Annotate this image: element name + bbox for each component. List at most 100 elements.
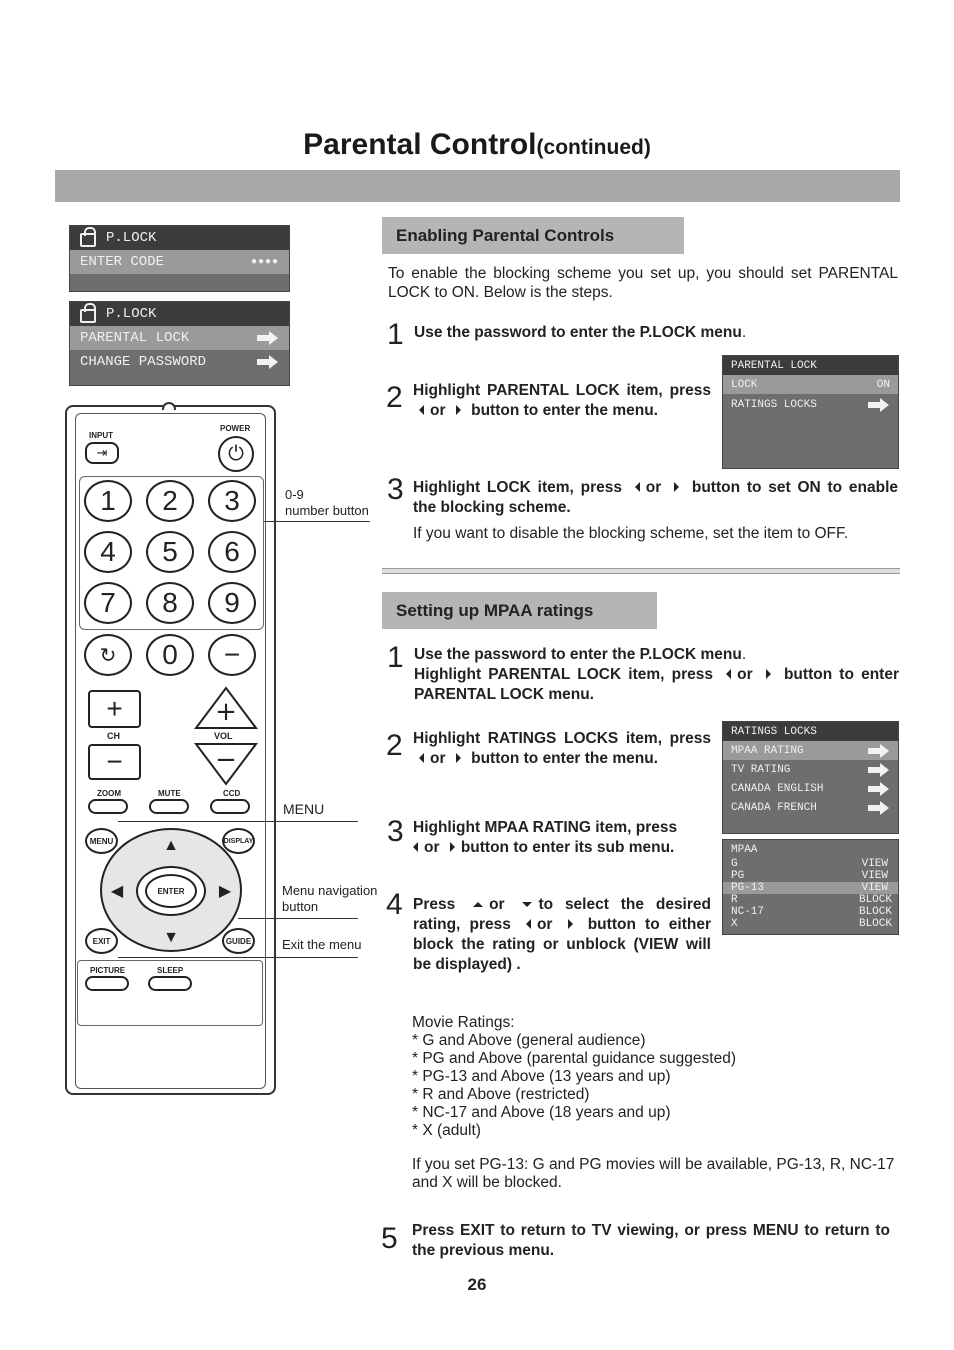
- arrow-right-icon: [868, 781, 890, 796]
- recall-button[interactable]: ↻: [84, 634, 132, 676]
- dash-button[interactable]: −: [208, 634, 256, 676]
- step-text: or: [489, 896, 505, 913]
- rating-label: G: [731, 858, 738, 870]
- osd-item-lock: LOCK ON: [723, 375, 898, 394]
- enter-code-label: ENTER CODE: [80, 254, 165, 270]
- movie-rating-item: * PG-13 and Above (13 years and up): [412, 1068, 671, 1085]
- digit-8-button[interactable]: 8: [146, 582, 194, 624]
- digit-6-button[interactable]: 6: [208, 531, 256, 573]
- movie-rating-item: * PG and Above (parental guidance sugges…: [412, 1050, 737, 1067]
- digit-2-button[interactable]: 2: [146, 480, 194, 522]
- osd-item-label: TV RATING: [731, 763, 791, 776]
- exit-button[interactable]: EXIT: [85, 928, 118, 954]
- minus-icon: −: [106, 746, 123, 777]
- step-number: 4: [386, 888, 403, 921]
- arrow-right-icon: [257, 355, 279, 369]
- enter-button-outer[interactable]: ENTER: [136, 866, 206, 916]
- right-arrow-icon: [449, 842, 455, 852]
- callout-number-buttons: 0-9 number button: [285, 487, 369, 519]
- osd-item-mpaa-rating: MPAA RATING: [723, 741, 898, 760]
- power-button[interactable]: ⏻: [218, 436, 254, 472]
- digit-0-button[interactable]: 0: [146, 634, 194, 676]
- ch-label: CH: [107, 731, 120, 741]
- digit-4-button[interactable]: 4: [84, 531, 132, 573]
- nav-left-button[interactable]: ◀: [104, 876, 130, 906]
- channel-down-button[interactable]: −: [88, 744, 141, 780]
- ccd-button[interactable]: [210, 799, 250, 814]
- step-text: Highlight RATINGS LOCKS item, press: [413, 730, 711, 747]
- nav-down-button[interactable]: ▼: [136, 924, 206, 952]
- step-number: 3: [387, 473, 404, 506]
- digit-9-button[interactable]: 9: [208, 582, 256, 624]
- section-heading-enabling: Enabling Parental Controls: [382, 217, 684, 254]
- bottom-button-frame: [77, 960, 263, 1026]
- volume-up-button[interactable]: +: [194, 686, 258, 730]
- up-arrow-icon: [473, 902, 484, 908]
- lock-icon: [80, 227, 96, 247]
- step-number: 1: [387, 318, 404, 351]
- arrow-right-icon: [868, 743, 890, 758]
- callout-exit: Exit the menu: [282, 937, 362, 952]
- rating-label: X: [731, 918, 738, 930]
- nav-right-button[interactable]: ▶: [212, 876, 238, 906]
- rating-status: BLOCK: [858, 906, 892, 918]
- picture-label: PICTURE: [90, 966, 126, 975]
- sleep-button[interactable]: [148, 976, 192, 991]
- input-label: INPUT: [89, 431, 113, 440]
- triangle-down-icon: ▼: [163, 929, 179, 946]
- osd-item-tv-rating: TV RATING: [723, 760, 898, 779]
- digit-5-button[interactable]: 5: [146, 531, 194, 573]
- step-text: Use the password to enter the P.LOCK men…: [414, 646, 742, 663]
- osd-header-label: RATINGS LOCKS: [731, 725, 817, 738]
- callout-text: button: [282, 899, 319, 914]
- section2-step2: Highlight RATINGS LOCKS item, press or b…: [413, 729, 711, 769]
- osd-header-label: MPAA: [731, 844, 758, 856]
- osd-item-ratings-locks: RATINGS LOCKS: [723, 394, 898, 416]
- osd-item-label: MPAA RATING: [731, 744, 804, 757]
- picture-button[interactable]: [85, 976, 129, 991]
- enter-button[interactable]: ENTER: [145, 874, 197, 908]
- step-text: or: [737, 666, 753, 683]
- osd-header: PARENTAL LOCK: [723, 356, 898, 375]
- volume-down-button[interactable]: −: [194, 742, 258, 786]
- digit-3-button[interactable]: 3: [208, 480, 256, 522]
- osd-header-label: P.LOCK: [106, 306, 157, 322]
- step-number: 1: [387, 641, 404, 674]
- section1-step1: Use the password to enter the P.LOCK men…: [414, 323, 894, 343]
- section1-step3: Highlight LOCK item, press or button to …: [413, 478, 898, 518]
- left-arrow-icon: [419, 405, 424, 415]
- triangle-right-icon: ▶: [218, 883, 232, 900]
- osd-item-value: ON: [876, 378, 890, 391]
- right-arrow-icon: [765, 669, 771, 679]
- section1-step2: Highlight PARENTAL LOCK item, press or b…: [413, 381, 711, 421]
- digit-7-button[interactable]: 7: [84, 582, 132, 624]
- pg13-example: If you set PG-13: G and PG movies will b…: [412, 1156, 895, 1191]
- osd-ratings-locks: RATINGS LOCKS MPAA RATING TV RATING CANA…: [722, 721, 899, 834]
- page-number: 26: [467, 1275, 487, 1294]
- guide-button[interactable]: GUIDE: [222, 928, 255, 954]
- right-arrow-icon: [567, 919, 573, 929]
- digit-1-button[interactable]: 1: [84, 480, 132, 522]
- svg-text:−: −: [215, 745, 237, 775]
- step-line: Use the password to enter the P.LOCK men…: [414, 645, 899, 665]
- display-button[interactable]: DISPLAY: [222, 828, 255, 854]
- down-arrow-icon: [522, 902, 533, 908]
- osd-item-label: LOCK: [731, 378, 758, 391]
- channel-up-button[interactable]: +: [88, 690, 141, 728]
- mute-label: MUTE: [158, 789, 181, 798]
- rating-label: NC-17: [731, 906, 765, 918]
- callout-text: 0-9: [285, 487, 304, 502]
- movie-rating-item: * R and Above (restricted): [412, 1086, 590, 1103]
- nav-up-button[interactable]: ▲: [136, 832, 206, 860]
- menu-button[interactable]: MENU: [85, 828, 118, 854]
- step-text: Highlight PARENTAL LOCK item, press: [414, 666, 713, 683]
- svg-text:+: +: [215, 697, 237, 727]
- input-button[interactable]: ⇥: [85, 442, 119, 464]
- left-arrow-icon: [413, 842, 418, 852]
- zoom-button[interactable]: [88, 799, 128, 814]
- mute-button[interactable]: [149, 799, 189, 814]
